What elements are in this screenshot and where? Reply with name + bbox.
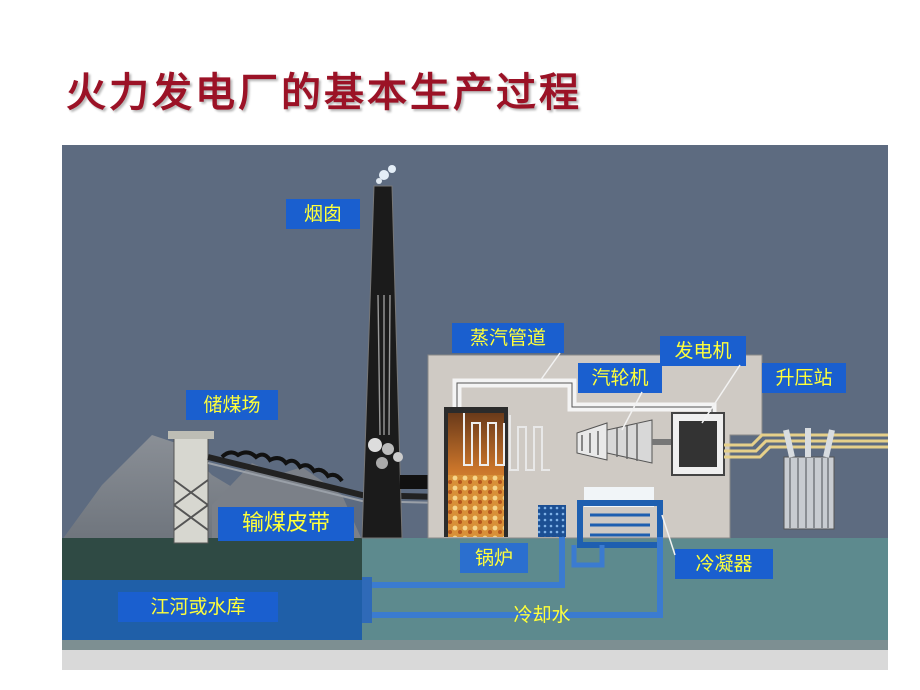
condenser xyxy=(577,500,663,548)
turbine xyxy=(576,422,608,461)
conveyor-belt xyxy=(207,454,443,500)
conveyor-label: 输煤皮带 xyxy=(218,507,354,541)
boiler-label: 锅炉 xyxy=(460,543,528,573)
chimney-label: 烟囱 xyxy=(286,199,360,229)
cooling-water-label: 冷却水 xyxy=(513,604,571,626)
ground-strip xyxy=(62,538,362,580)
generator-label: 发电机 xyxy=(660,336,746,366)
water-source-label: 江河或水库 xyxy=(118,592,278,622)
steam-pipe-label: 蒸汽管道 xyxy=(452,323,564,353)
coal-yard-hill xyxy=(62,435,362,540)
power-plant-diagram: 烟囱 蒸汽管道 发电机 汽轮机 升压站 储煤场 输煤皮带 锅炉 冷凝器 江河或水… xyxy=(62,145,888,670)
page-title: 火力发电厂的基本生产过程 xyxy=(66,69,582,116)
condenser-label: 冷凝器 xyxy=(675,549,773,579)
cooling-water-pipe xyxy=(362,537,565,588)
substation-transformer xyxy=(783,428,835,530)
turbine-label: 汽轮机 xyxy=(578,363,662,393)
coal-yard-label: 储煤场 xyxy=(186,390,278,420)
substation-label: 升压站 xyxy=(762,363,846,393)
